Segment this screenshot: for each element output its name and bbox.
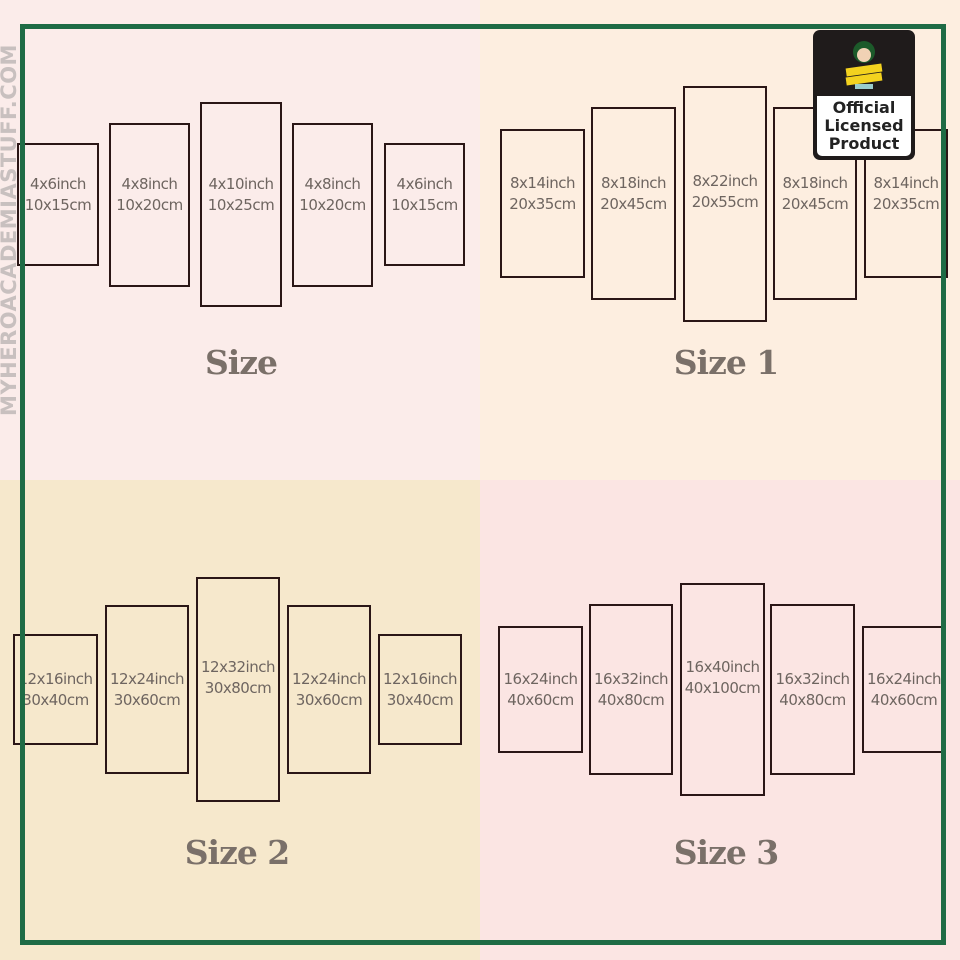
- canvas-panel: 8x18inch 20x45cm: [591, 107, 676, 300]
- panel-size-inch: 8x14inch: [873, 173, 939, 192]
- panel-size-inch: 4x10inch: [208, 174, 274, 193]
- panel-size-cm: 40x60cm: [507, 690, 574, 709]
- panel-size-cm: 20x45cm: [781, 194, 849, 213]
- section-title: Size 1: [673, 343, 780, 382]
- canvas-panel: 4x6inch 10x15cm: [17, 143, 99, 266]
- panel-size-cm: 40x100cm: [684, 678, 761, 697]
- canvas-panel: 12x16inch 30x40cm: [378, 634, 462, 745]
- section-title: Size: [204, 343, 278, 382]
- canvas-panel: 16x24inch 40x60cm: [498, 626, 583, 753]
- canvas-panel: 16x32inch 40x80cm: [589, 604, 673, 775]
- panel-size-cm: 20x45cm: [600, 194, 667, 213]
- panel-size-inch: 12x24inch: [292, 669, 366, 688]
- canvas-panel: 12x24inch 30x60cm: [287, 605, 371, 774]
- section-title: Size 3: [673, 833, 780, 872]
- canvas-panel: 16x32inch 40x80cm: [770, 604, 855, 775]
- panel-size-inch: 4x6inch: [396, 174, 453, 193]
- canvas-panel: 16x40inch 40x100cm: [680, 583, 765, 796]
- panel-size-cm: 10x20cm: [299, 196, 366, 214]
- panel-size-cm: 30x60cm: [113, 690, 181, 709]
- panel-size-inch: 8x18inch: [782, 173, 848, 192]
- panel-size-cm: 30x40cm: [22, 690, 89, 709]
- canvas-panel: 8x22inch 20x55cm: [683, 86, 767, 322]
- badge-line: Official: [832, 98, 896, 117]
- canvas-panel: 16x24inch 40x60cm: [862, 626, 946, 753]
- panel-size-inch: 12x16inch: [18, 669, 93, 688]
- canvas-panel: 4x8inch 10x20cm: [109, 123, 190, 287]
- panel-size-inch: 4x8inch: [304, 175, 361, 193]
- mha-logo-icon: [845, 41, 883, 89]
- canvas-panel: 8x14inch 20x35cm: [500, 129, 585, 278]
- panel-size-cm: 10x15cm: [24, 195, 92, 214]
- panel-size-inch: 8x18inch: [601, 173, 666, 192]
- badge-line: Product: [828, 134, 900, 153]
- canvas-panel: 4x6inch 10x15cm: [384, 143, 465, 266]
- panel-size-inch: 16x24inch: [503, 669, 578, 688]
- canvas-panel: 4x8inch 10x20cm: [292, 123, 373, 287]
- panel-size-cm: 30x40cm: [386, 690, 454, 709]
- panel-size-cm: 10x15cm: [391, 195, 458, 214]
- panel-size-inch: 16x40inch: [685, 657, 760, 676]
- canvas-panel: 8x18inch 20x45cm: [773, 107, 857, 300]
- quadrant-size-2: [0, 480, 480, 960]
- panel-size-cm: 40x80cm: [597, 690, 665, 709]
- panel-size-inch: 12x16inch: [383, 669, 457, 688]
- panel-size-inch: 4x8inch: [121, 175, 178, 193]
- canvas-panel: 12x24inch 30x60cm: [105, 605, 189, 774]
- badge-line: Licensed: [824, 116, 904, 135]
- panel-size-inch: 12x32inch: [201, 657, 275, 676]
- panel-size-inch: 8x22inch: [692, 172, 758, 190]
- panel-size-cm: 20x55cm: [691, 193, 759, 211]
- panel-size-inch: 16x24inch: [867, 669, 941, 688]
- panel-size-cm: 20x35cm: [872, 194, 940, 213]
- panel-size-cm: 30x60cm: [295, 690, 363, 709]
- section-title: Size 2: [184, 833, 291, 872]
- official-licensed-badge: Official Licensed Product: [813, 30, 915, 160]
- panel-size-cm: 10x25cm: [207, 195, 275, 214]
- canvas-panel: 12x32inch 30x80cm: [196, 577, 280, 802]
- quadrant-size-3: [480, 480, 960, 960]
- panel-size-cm: 40x80cm: [779, 690, 846, 709]
- canvas-panel: 4x10inch 10x25cm: [200, 102, 282, 307]
- panel-size-inch: 12x24inch: [110, 669, 184, 688]
- panel-size-cm: 40x60cm: [870, 690, 938, 709]
- panel-size-inch: 8x14inch: [510, 173, 575, 192]
- panel-size-inch: 4x6inch: [30, 174, 86, 193]
- panel-size-inch: 16x32inch: [775, 669, 850, 688]
- panel-size-cm: 10x20cm: [116, 196, 183, 214]
- quadrant-size: [0, 0, 480, 480]
- panel-size-cm: 30x80cm: [204, 678, 272, 697]
- panel-size-inch: 16x32inch: [594, 669, 668, 688]
- panel-size-cm: 20x35cm: [509, 194, 576, 213]
- canvas-panel: 12x16inch 30x40cm: [13, 634, 98, 745]
